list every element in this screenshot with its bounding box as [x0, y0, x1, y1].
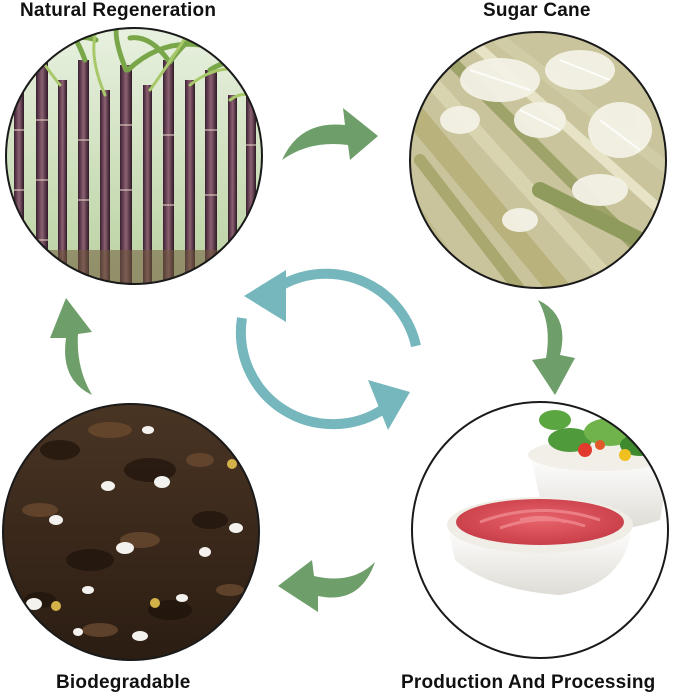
label-sugar-cane: Sugar Cane — [483, 0, 591, 21]
recycle-cycle-icon — [235, 268, 421, 430]
curved-arrow-icon — [282, 108, 378, 160]
curved-arrow-icon — [532, 300, 575, 395]
label-natural-regeneration: Natural Regeneration — [20, 0, 217, 21]
label-biodegradable: Biodegradable — [56, 672, 191, 693]
sugarcane-field-picture — [6, 28, 262, 284]
soil-picture — [3, 404, 259, 660]
curved-arrow-icon — [50, 298, 92, 395]
bagasse-bowls-picture — [412, 402, 668, 658]
curved-arrow-icon — [278, 560, 375, 612]
recycle-cycle-icon-heads — [244, 270, 410, 430]
label-production-processing: Production And Processing — [401, 672, 656, 693]
bagasse-fiber-picture — [410, 32, 666, 288]
cycle-diagram — [2, 27, 669, 661]
